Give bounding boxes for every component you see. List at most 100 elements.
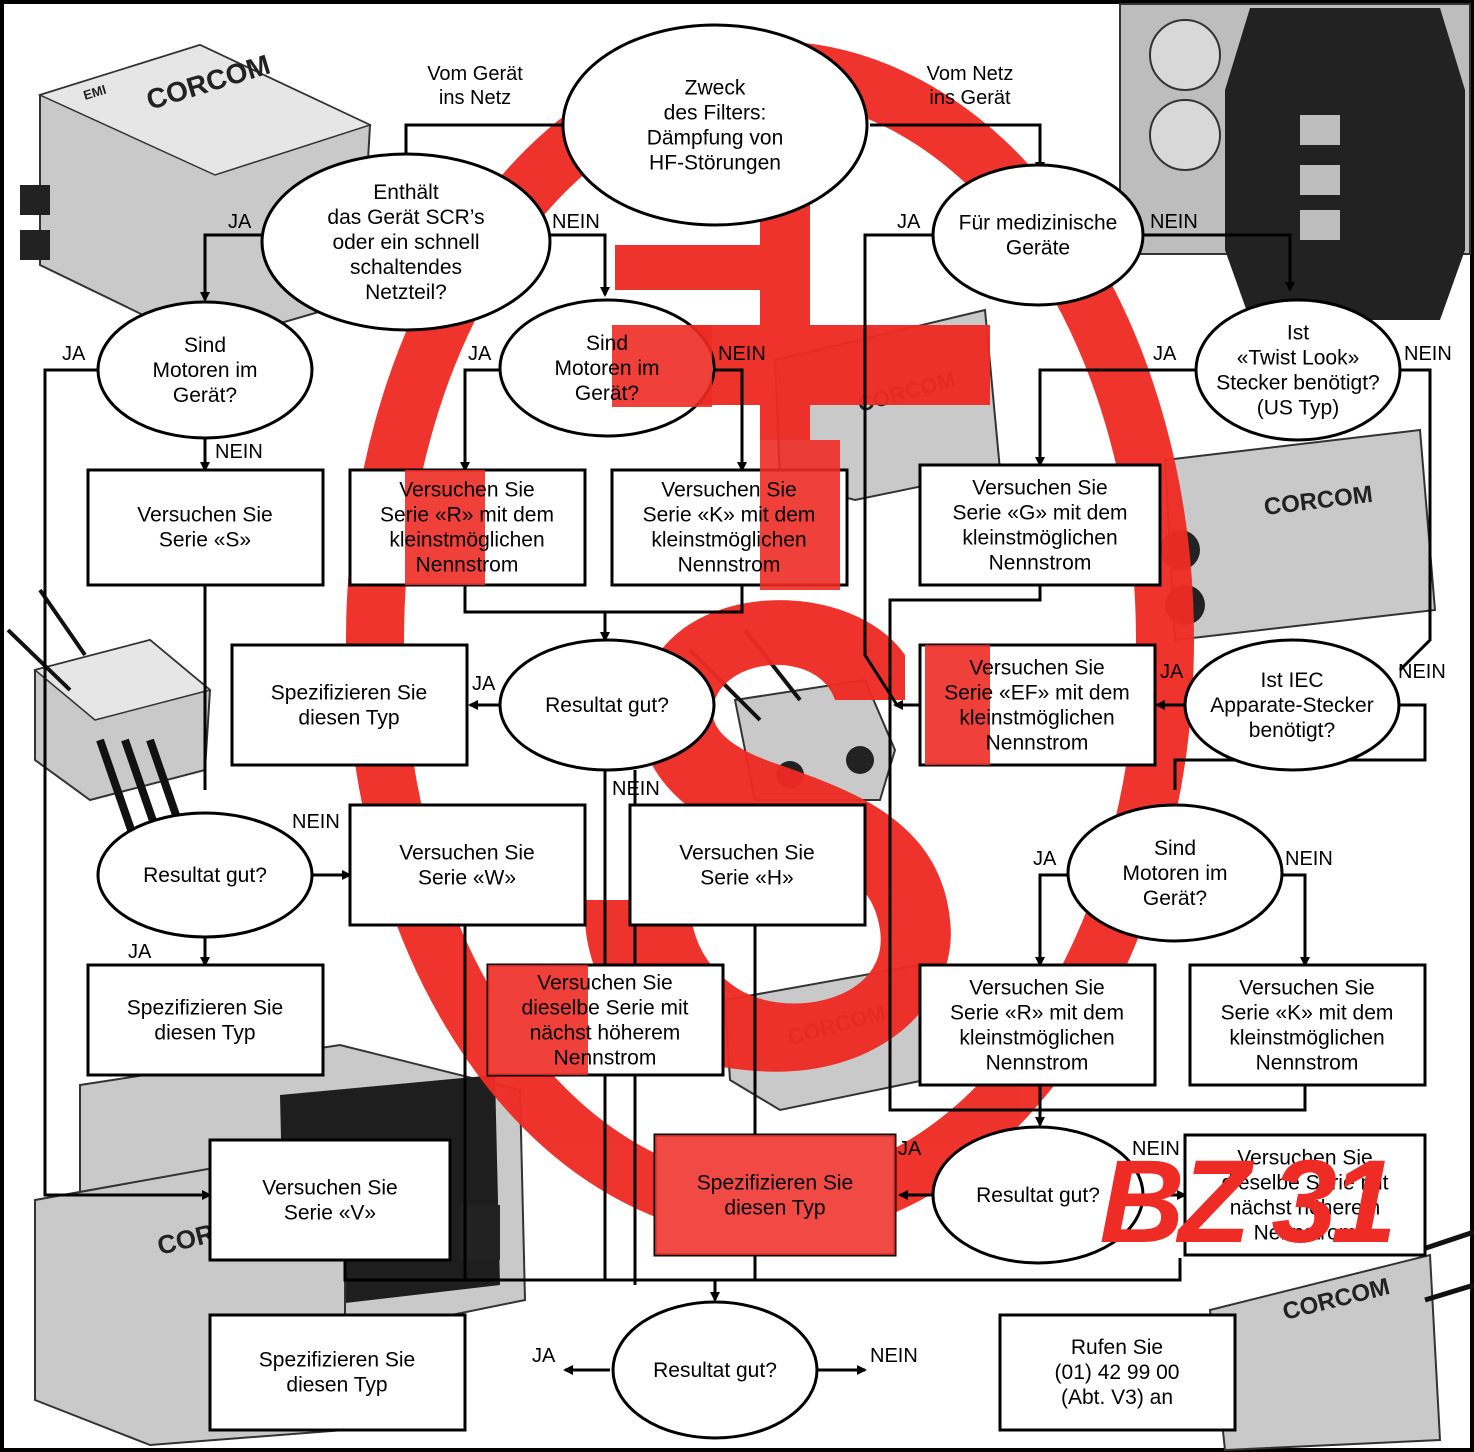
edge-label-result-upper-ja: JA — [472, 673, 496, 695]
edge-label-result-bottom-nein: NEIN — [870, 1345, 918, 1367]
node-label-line: (Abt. V3) an — [1061, 1386, 1173, 1409]
edge-rk-to-result — [1040, 1085, 1305, 1125]
node-label-call: Rufen Sie(01) 42 99 00(Abt. V3) an — [1055, 1336, 1180, 1409]
node-label-line: Versuchen Sie — [537, 972, 672, 995]
node-label-line: diesen Typ — [154, 1022, 255, 1045]
edge-label-line: Vom Gerät — [427, 63, 523, 85]
node-label-line: Serie «G» mit dem — [952, 502, 1127, 525]
edge-motors-right-nein — [1280, 875, 1305, 965]
node-label-line: Motoren im — [1122, 862, 1227, 885]
edge-label-result-bottom-ja: JA — [532, 1345, 556, 1367]
edge-label-motors-left-ja: JA — [62, 343, 86, 365]
edge-r-k-merge — [465, 585, 742, 612]
bz31-logo: BZ 31 — [1099, 1136, 1391, 1268]
node-label-line: Serie «K» mit dem — [1221, 1002, 1394, 1025]
node-label-line: Spezifizieren Sie — [259, 1349, 415, 1372]
node-label-line: Zweck — [685, 77, 746, 100]
node-label-line: Sind — [586, 332, 628, 355]
node-label-line: kleinstmöglichen — [1229, 1027, 1384, 1050]
node-try-v — [210, 1140, 450, 1260]
edge-label-line: NEIN — [870, 1345, 918, 1367]
node-label-line: Rufen Sie — [1071, 1336, 1163, 1359]
node-label-line: Motoren im — [152, 359, 257, 382]
node-label-result-right: Resultat gut? — [976, 1184, 1100, 1207]
node-label-line: HF-Störungen — [649, 152, 781, 175]
node-label-line: Versuchen Sie — [969, 657, 1104, 680]
node-label-line: Serie «H» — [700, 867, 793, 890]
node-label-result-bottom: Resultat gut? — [653, 1359, 777, 1382]
node-label-line: Gerät? — [173, 384, 237, 407]
edge-label-line: JA — [1160, 661, 1184, 683]
edge-label-line: NEIN — [718, 343, 766, 365]
node-label-line: Nennstrom — [986, 732, 1089, 755]
node-label-line: des Filters: — [664, 102, 767, 125]
edge-label-twist-nein: NEIN — [1404, 343, 1452, 365]
node-spec-left — [88, 965, 323, 1075]
node-label-line: diesen Typ — [286, 1374, 387, 1397]
node-label-line: Gerät? — [575, 382, 639, 405]
node-label-line: Serie «S» — [159, 529, 251, 552]
edge-label-motors-left-nein: NEIN — [215, 441, 263, 463]
edge-label-line: NEIN — [552, 211, 600, 233]
node-label-line: Geräte — [1006, 237, 1070, 260]
node-label-line: diesen Typ — [724, 1197, 825, 1220]
edge-label-motors-mid-ja: JA — [468, 343, 492, 365]
node-label-line: das Gerät SCR’s — [327, 206, 484, 229]
node-label-line: (01) 42 99 00 — [1055, 1361, 1180, 1384]
node-label-line: Versuchen Sie — [969, 977, 1104, 1000]
node-label-line: Apparate-Stecker — [1210, 694, 1373, 717]
node-label-line: Versuchen Sie — [679, 842, 814, 865]
node-label-line: Versuchen Sie — [661, 479, 796, 502]
node-label-line: kleinstmöglichen — [962, 527, 1117, 550]
node-label-line: Sind — [184, 334, 226, 357]
node-label-line: Resultat gut? — [653, 1359, 777, 1382]
edge-label-line: JA — [897, 211, 921, 233]
edge-motors-mid-ja — [465, 370, 500, 470]
node-label-line: nächst höherem — [530, 1022, 681, 1045]
node-label-line: Serie «R» mit dem — [950, 1002, 1124, 1025]
node-label-line: kleinstmöglichen — [959, 1027, 1114, 1050]
node-label-line: Netzteil? — [365, 281, 447, 304]
node-label-line: Sind — [1154, 837, 1196, 860]
node-label-line: «Twist Look» — [1237, 347, 1360, 370]
edge-label-from-device: Vom Gerätins Netz — [427, 63, 523, 109]
edge-label-line: JA — [472, 673, 496, 695]
node-label-result-upper: Resultat gut? — [545, 694, 669, 717]
edge-label-scr-ja: JA — [228, 211, 252, 233]
edge-label-motors-mid-nein: NEIN — [718, 343, 766, 365]
edge-label-medical-nein: NEIN — [1150, 211, 1198, 233]
node-label-line: Resultat gut? — [545, 694, 669, 717]
edge-label-motors-right-ja: JA — [1033, 848, 1057, 870]
edge-label-line: NEIN — [1404, 343, 1452, 365]
node-label-line: Gerät? — [1143, 887, 1207, 910]
node-label-line: Versuchen Sie — [399, 479, 534, 502]
edge-label-line: NEIN — [612, 778, 660, 800]
edge-label-result-left-ja: JA — [128, 941, 152, 963]
node-label-line: Versuchen Sie — [1239, 977, 1374, 1000]
edge-motors-right-ja — [1040, 875, 1070, 965]
node-label-line: Nennstrom — [554, 1047, 657, 1070]
node-label-line: Spezifizieren Sie — [127, 997, 283, 1020]
edge-label-line: JA — [468, 343, 492, 365]
node-label-line: Serie «V» — [284, 1202, 376, 1225]
node-label-line: Serie «W» — [418, 867, 516, 890]
node-label-line: Nennstrom — [1256, 1052, 1359, 1075]
edge-label-line: Vom Netz — [927, 63, 1014, 85]
edge-label-line: NEIN — [215, 441, 263, 463]
edge-label-line: JA — [1153, 343, 1177, 365]
node-label-line: benötigt? — [1249, 719, 1335, 742]
node-label-line: kleinstmöglichen — [959, 707, 1114, 730]
edge-label-line: JA — [228, 211, 252, 233]
node-label-line: Resultat gut? — [143, 864, 267, 887]
node-label-line: Nennstrom — [986, 1052, 1089, 1075]
node-try-s — [88, 470, 323, 585]
edge-label-scr-nein: NEIN — [552, 211, 600, 233]
node-label-line: Resultat gut? — [976, 1184, 1100, 1207]
edge-label-medical-ja: JA — [897, 211, 921, 233]
node-try-w — [350, 805, 585, 925]
node-label-line: Stecker benötigt? — [1216, 372, 1379, 395]
edge-label-result-left-nein: NEIN — [292, 811, 340, 833]
node-label-line: Nennstrom — [989, 552, 1092, 575]
node-medical-question — [933, 165, 1143, 305]
